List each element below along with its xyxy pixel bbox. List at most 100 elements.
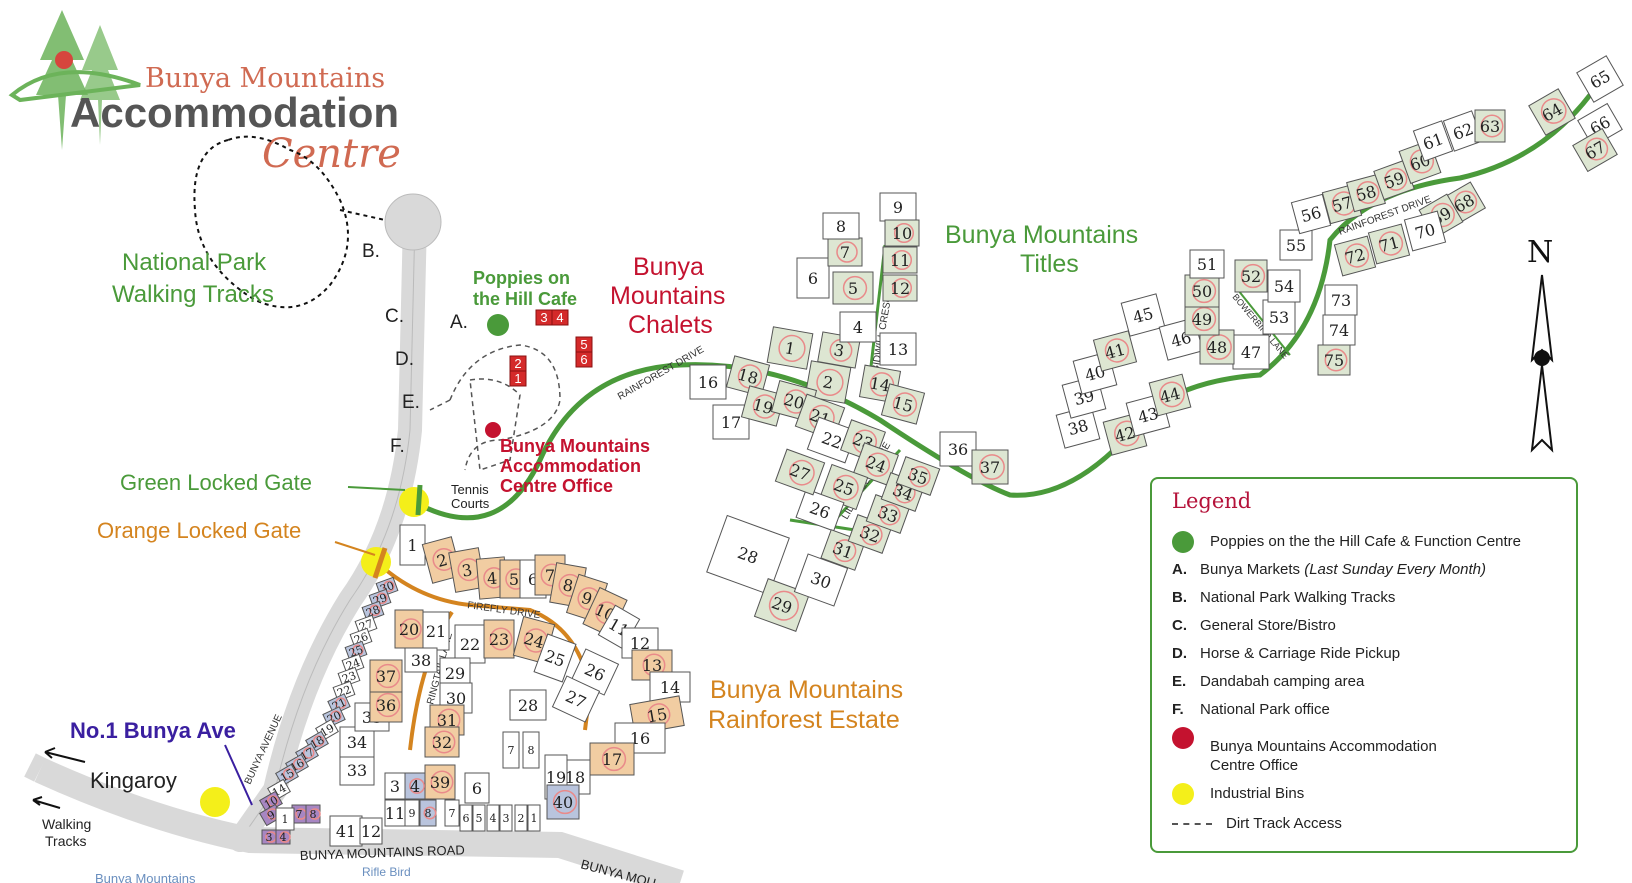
orange-gate-label: Orange Locked Gate — [97, 518, 301, 543]
lot-number: 6 — [463, 812, 470, 825]
lot: 59 — [1373, 159, 1415, 201]
lot-number: 23 — [340, 669, 358, 686]
lot-shape — [1412, 120, 1454, 162]
lot: 12 — [882, 274, 918, 302]
brand-line3: Centre — [262, 131, 401, 177]
lot: 49 — [1184, 302, 1220, 336]
lot: 67 — [1572, 127, 1618, 173]
chalet-number: 5 — [580, 337, 587, 352]
lot-number: 4 — [853, 318, 863, 337]
legend-item-f: F.National Park office — [1172, 701, 1330, 718]
lot-number: 34 — [347, 733, 367, 752]
chalet-unit — [509, 370, 527, 387]
green-gate-arrow — [347, 486, 406, 491]
lot-number: 17 — [602, 750, 622, 769]
occupied-ring — [292, 758, 305, 770]
lot-number: 72 — [1343, 245, 1368, 269]
bunya-mountains-road-label: BUNYA MOUNTAINS ROAD — [300, 842, 465, 863]
tree-icon — [80, 25, 120, 145]
lot-shape — [483, 619, 515, 659]
lot-number: 51 — [1197, 255, 1217, 274]
occupied-ring — [879, 503, 901, 526]
chalet-unit — [575, 351, 593, 368]
occupied-ring — [1191, 306, 1217, 332]
dirt-track-2 — [469, 378, 521, 472]
lot: 50 — [1184, 274, 1220, 308]
lot-number: 1 — [407, 536, 417, 555]
lot: 5 — [472, 804, 486, 832]
office-marker — [485, 422, 501, 438]
lot-shape — [459, 804, 473, 832]
lot-number: 14 — [660, 678, 680, 697]
occupied-ring — [842, 275, 868, 301]
lot: 63 — [1474, 109, 1506, 143]
lot-shape — [339, 726, 375, 758]
occupied-ring — [383, 580, 395, 593]
lot-number: 44 — [1158, 384, 1183, 408]
lot: 1 — [527, 804, 541, 832]
occupied-ring — [601, 746, 627, 772]
green-gate-bar — [415, 484, 423, 516]
lot: 36 — [369, 687, 403, 723]
lot-number: 2 — [518, 812, 525, 825]
legend-item-b: B.National Park Walking Tracks — [1172, 589, 1396, 606]
lot: 58 — [1346, 173, 1386, 213]
lot-number: 15 — [645, 704, 668, 726]
chalet-number: 1 — [514, 371, 521, 386]
lot: 48 — [1199, 329, 1235, 365]
bunya-mountains-road — [34, 758, 684, 883]
lot-shape — [533, 633, 577, 683]
chalet-number: 2 — [514, 356, 521, 371]
lot: 7 — [444, 799, 460, 827]
lot-shape — [793, 553, 849, 607]
chalets-label-3: Chalets — [628, 311, 713, 339]
letter-b: B. — [362, 241, 380, 262]
lot: 32 — [424, 726, 460, 758]
lot-number: 43 — [1136, 404, 1161, 428]
lot: 9 — [404, 799, 420, 827]
lot-number: 7 — [508, 744, 515, 757]
lot-shape — [1092, 330, 1138, 372]
industrial-bin-marker — [399, 487, 429, 517]
lot: 1 — [766, 326, 814, 370]
occupied-ring — [312, 735, 325, 747]
lot: 22 — [454, 624, 486, 664]
lot-shape — [1279, 229, 1313, 261]
lot-number: 41 — [336, 822, 356, 841]
occupied-ring — [778, 334, 806, 362]
lot: 26 — [795, 488, 845, 532]
tennis-label-1: Tennis — [451, 482, 489, 497]
lot-number: 41 — [1103, 340, 1128, 364]
estate-label-2: Rainforest Estate — [708, 706, 900, 734]
lot-shape — [509, 689, 547, 721]
lot-shape — [275, 807, 295, 831]
lot: 6 — [459, 804, 473, 832]
lot-number: 71 — [1377, 233, 1402, 257]
lot-shape — [444, 799, 460, 827]
lot-shape — [1572, 127, 1618, 173]
lot-number: 53 — [1269, 308, 1289, 327]
occupied-ring — [279, 831, 291, 843]
lot-shape — [464, 772, 490, 804]
chalet-number: 3 — [540, 310, 547, 325]
lot-number: 18 — [736, 365, 761, 389]
lot: 51 — [1189, 249, 1225, 279]
lot: 41 — [329, 815, 363, 847]
lot-shape — [822, 212, 860, 240]
lot-shape — [774, 448, 826, 496]
occupied-ring — [430, 770, 454, 794]
lot-number: 36 — [948, 440, 968, 459]
lot-number: 63 — [1480, 117, 1500, 136]
compass-center-icon — [1534, 350, 1550, 366]
lot: 3 — [261, 829, 277, 845]
bunya-avenue-road-edge — [239, 219, 416, 841]
letter-f: F. — [390, 436, 405, 457]
lot: 4 — [486, 804, 500, 832]
lot-number: 33 — [347, 761, 367, 780]
lot: 4 — [839, 311, 877, 343]
lot-number: 25 — [347, 643, 365, 660]
letter-a: A. — [450, 312, 468, 333]
dirt-track — [429, 344, 561, 471]
green-dot-icon — [1172, 531, 1194, 553]
